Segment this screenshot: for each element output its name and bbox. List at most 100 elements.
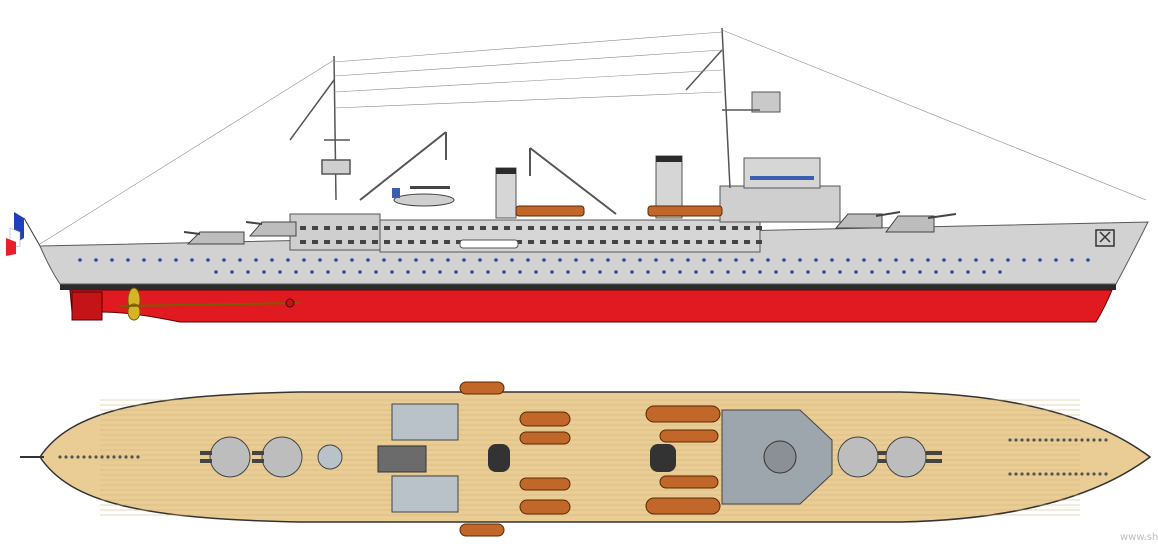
deckhouse-window bbox=[324, 240, 330, 244]
chain-link bbox=[1020, 438, 1024, 442]
porthole bbox=[558, 258, 562, 262]
deckhouse-window bbox=[720, 226, 726, 230]
porthole bbox=[518, 270, 522, 274]
chain-link bbox=[1080, 438, 1084, 442]
chain-link bbox=[1038, 438, 1042, 442]
mast-aft bbox=[289, 55, 351, 201]
deckhouse-window bbox=[528, 240, 534, 244]
porthole bbox=[958, 258, 962, 262]
side-profile bbox=[6, 27, 1149, 323]
porthole bbox=[974, 258, 978, 262]
porthole bbox=[422, 270, 426, 274]
porthole bbox=[470, 270, 474, 274]
porthole bbox=[830, 258, 834, 262]
rigging-wire bbox=[721, 29, 1147, 201]
deckhouse-window bbox=[384, 240, 390, 244]
chain-link bbox=[1050, 472, 1054, 476]
porthole bbox=[982, 270, 986, 274]
porthole bbox=[494, 258, 498, 262]
porthole bbox=[126, 258, 130, 262]
porthole bbox=[502, 270, 506, 274]
porthole bbox=[774, 270, 778, 274]
porthole bbox=[598, 270, 602, 274]
porthole bbox=[750, 258, 754, 262]
deckhouse-window bbox=[612, 240, 618, 244]
porthole bbox=[758, 270, 762, 274]
porthole bbox=[174, 258, 178, 262]
chain-link bbox=[1086, 472, 1090, 476]
deckhouse-window bbox=[408, 240, 414, 244]
superstructure-midship bbox=[379, 219, 761, 253]
porthole bbox=[622, 258, 626, 262]
porthole bbox=[278, 270, 282, 274]
deckhouse-window bbox=[732, 226, 738, 230]
porthole bbox=[542, 258, 546, 262]
porthole bbox=[390, 270, 394, 274]
porthole bbox=[886, 270, 890, 274]
chain-link bbox=[1062, 472, 1066, 476]
deckhouse-window bbox=[300, 226, 306, 230]
chain-link bbox=[1038, 472, 1042, 476]
chain-link bbox=[58, 455, 62, 459]
plan-view bbox=[20, 381, 1152, 537]
rudder bbox=[71, 291, 103, 321]
deckhouse-window bbox=[720, 240, 726, 244]
porthole bbox=[702, 258, 706, 262]
funnel-aft bbox=[495, 167, 517, 219]
porthole bbox=[662, 270, 666, 274]
deckhouse-window bbox=[444, 226, 450, 230]
porthole bbox=[582, 270, 586, 274]
chain-link bbox=[1050, 438, 1054, 442]
porthole bbox=[262, 270, 266, 274]
porthole bbox=[790, 270, 794, 274]
deckhouse-window bbox=[612, 226, 618, 230]
deckhouse-window bbox=[540, 226, 546, 230]
porthole bbox=[454, 270, 458, 274]
porthole bbox=[358, 270, 362, 274]
deckhouse-window bbox=[384, 226, 390, 230]
porthole bbox=[862, 258, 866, 262]
rigging-wire bbox=[333, 31, 723, 63]
deckhouse-window bbox=[372, 240, 378, 244]
deckhouse-window bbox=[708, 240, 714, 244]
porthole bbox=[926, 258, 930, 262]
porthole bbox=[398, 258, 402, 262]
porthole bbox=[574, 258, 578, 262]
deckhouse-window bbox=[660, 226, 666, 230]
turret-aft-1 bbox=[245, 221, 297, 237]
anchor-chains bbox=[58, 438, 1108, 476]
deckhouse-window bbox=[444, 240, 450, 244]
deckhouse-window bbox=[648, 240, 654, 244]
chain-link bbox=[94, 455, 98, 459]
porthole bbox=[734, 258, 738, 262]
chain-link bbox=[1044, 438, 1048, 442]
porthole bbox=[326, 270, 330, 274]
boat-plan bbox=[519, 477, 571, 491]
deckhouse-window bbox=[600, 226, 606, 230]
porthole bbox=[766, 258, 770, 262]
porthole bbox=[630, 270, 634, 274]
superstructure-aft bbox=[289, 213, 381, 251]
rigging-wire bbox=[39, 59, 335, 245]
deckhouse-window bbox=[576, 226, 582, 230]
porthole bbox=[806, 270, 810, 274]
porthole bbox=[670, 258, 674, 262]
porthole bbox=[110, 258, 114, 262]
chain-link bbox=[1008, 472, 1012, 476]
deckhouse-window bbox=[672, 240, 678, 244]
chain-link bbox=[64, 455, 68, 459]
deckhouse-window bbox=[696, 226, 702, 230]
deckhouse-window bbox=[684, 226, 690, 230]
porthole bbox=[310, 270, 314, 274]
deckhouse-window bbox=[636, 240, 642, 244]
deckhouse-window bbox=[672, 226, 678, 230]
porthole bbox=[838, 270, 842, 274]
deckhouse-window bbox=[696, 240, 702, 244]
turret-forward-1 bbox=[834, 211, 901, 229]
deckhouse-window bbox=[756, 240, 762, 244]
porthole bbox=[302, 258, 306, 262]
porthole bbox=[510, 258, 514, 262]
porthole bbox=[654, 258, 658, 262]
